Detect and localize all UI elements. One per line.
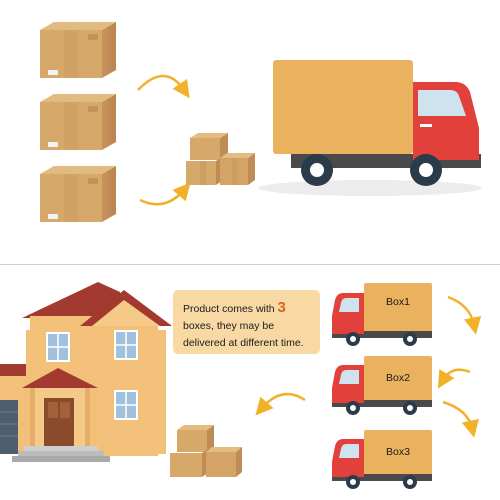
curved-arrow-icon (447, 295, 482, 335)
info-note: Product comes with 3 boxes, they may be … (173, 290, 320, 354)
small-truck-icon (332, 430, 432, 489)
note-line-1: Product comes with 3 (183, 299, 314, 318)
curved-arrow-icon (255, 392, 306, 416)
curved-arrow-icon (139, 182, 191, 206)
box-group-icon (170, 425, 242, 477)
house-icon (0, 282, 172, 462)
delivery-truck-icon (258, 60, 482, 196)
box-count: 3 (277, 299, 286, 316)
box-group-icon (186, 133, 255, 185)
note-line-3: delivered at different time. (183, 337, 304, 349)
truck-label-box2: Box2 (386, 372, 410, 384)
section-divider (0, 264, 500, 265)
curved-arrow-icon (442, 400, 479, 438)
cardboard-box-icon (40, 22, 116, 78)
truck-label-box1: Box1 (386, 296, 410, 308)
small-truck-icon (332, 283, 432, 346)
small-truck-icon (332, 356, 432, 415)
cardboard-box-icon (40, 166, 116, 222)
curved-arrow-icon (137, 74, 190, 99)
note-line-2: boxes, they may be (183, 320, 275, 332)
cardboard-box-icon (40, 94, 116, 150)
curved-arrow-icon (437, 368, 471, 389)
truck-label-box3: Box3 (386, 446, 410, 458)
note-text: Product comes with (183, 303, 275, 315)
